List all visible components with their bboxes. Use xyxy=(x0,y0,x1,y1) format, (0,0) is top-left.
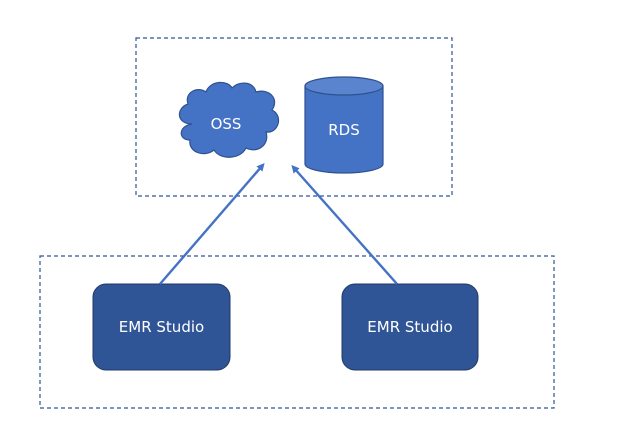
oss-cloud-icon xyxy=(178,81,280,158)
client-group-boundary xyxy=(39,255,555,409)
rds-database-icon xyxy=(304,76,384,174)
arrow-left-to-oss xyxy=(159,162,265,285)
emr-studio-box-right xyxy=(341,283,479,371)
arrow-right-to-rds xyxy=(291,165,398,285)
emr-studio-box-left xyxy=(92,283,231,371)
storage-group-boundary xyxy=(135,37,453,197)
